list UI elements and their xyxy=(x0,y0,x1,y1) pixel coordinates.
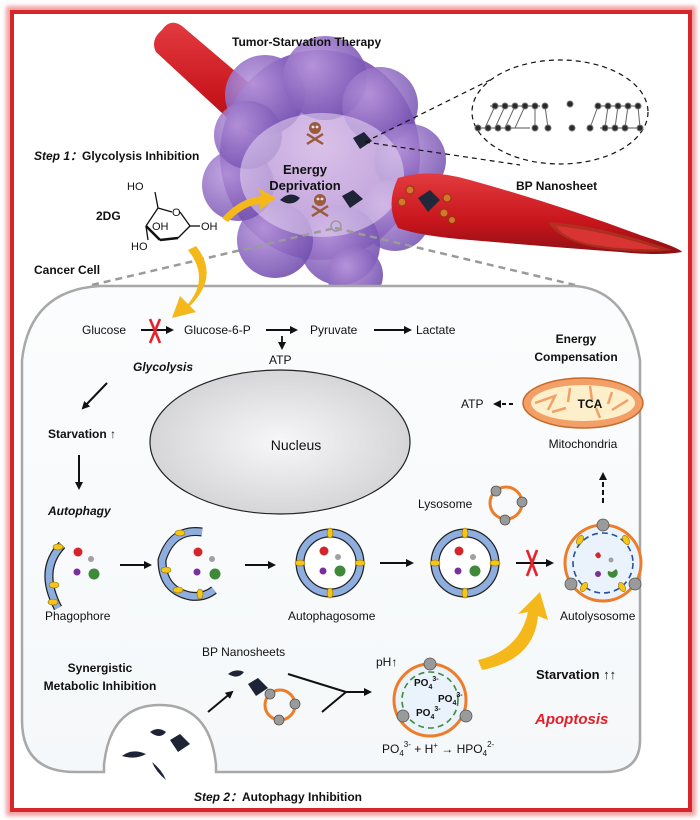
skull-crossbones-icon xyxy=(311,194,329,218)
mitochondria-icon xyxy=(522,377,644,429)
diagram-title: Tumor-Starvation Therapy xyxy=(232,35,381,49)
phagophore-icon xyxy=(44,541,100,611)
atom-oh-mid: OH xyxy=(152,221,169,233)
step2-prefix: Step 2： xyxy=(194,790,242,804)
synergistic-label-1: Synergistic xyxy=(68,661,133,675)
reaction-equation: PO43- + H+ → HPO42- xyxy=(382,740,495,758)
nucleus-label: Nucleus xyxy=(271,437,322,453)
bp-nanosheet-icon xyxy=(150,729,166,736)
arrow-to-starvation xyxy=(81,382,108,410)
yellow-arrow-2dg-to-tumor xyxy=(222,188,276,222)
skull-crossbones-icon xyxy=(306,122,324,146)
stage-label-autophagosome: Autophagosome xyxy=(288,609,376,623)
energy-deprivation-label-1: Energy xyxy=(283,162,328,177)
drug-name: 2DG xyxy=(96,209,121,223)
vessel-bp-nanosheet xyxy=(418,190,440,212)
glycolysis-atp-label: ATP xyxy=(269,353,291,367)
starvation-double-label: Starvation ↑↑ xyxy=(536,667,616,682)
lysosome-icon-small xyxy=(263,688,301,726)
mitochondria-label: Mitochondria xyxy=(549,437,618,451)
lactate-label: Lactate xyxy=(416,323,456,337)
autophagosome-icon xyxy=(294,527,366,599)
nucleus xyxy=(149,369,411,515)
synergistic-label-2: Metabolic Inhibition xyxy=(44,679,157,693)
atom-oh-right: OH xyxy=(201,221,218,233)
energy-compensation-label-1: Energy xyxy=(556,332,597,346)
bp-loaded-lysosome-icon xyxy=(392,657,473,738)
bp-nanosheet-icon xyxy=(248,678,268,696)
bp-nanosheet-icon xyxy=(170,734,190,752)
pyruvate-label: Pyruvate xyxy=(310,323,358,337)
atom-ring-o: O xyxy=(172,207,181,219)
bp-nanosheet-icon xyxy=(228,670,244,677)
bp-nanosheets-label: BP Nanosheets xyxy=(202,645,285,659)
arrow-uptake xyxy=(207,690,234,713)
step1-heading: Step 1：Glycolysis Inhibition xyxy=(34,149,199,163)
atom-ho-bottom: HO xyxy=(131,241,148,253)
apoptosis-label: Apoptosis xyxy=(534,711,608,728)
starvation-label: Starvation ↑ xyxy=(48,427,116,441)
vessel-nanoparticle xyxy=(448,216,456,224)
bp-nanosheet-icon xyxy=(353,132,372,149)
atom-ho-top: HO xyxy=(127,181,144,193)
energy-deprivation-label-2: Deprivation xyxy=(269,178,341,193)
autolysosome-icon xyxy=(563,518,643,603)
step2-label: Autophagy Inhibition xyxy=(242,790,362,804)
yellow-arrow-to-autolysosome xyxy=(478,592,548,670)
phosphate-ion: PO43- xyxy=(414,676,439,691)
bp-nanosheet-icon xyxy=(152,762,166,780)
cancer-cell-label: Cancer Cell xyxy=(34,263,100,277)
bp-nanosheet-icon xyxy=(280,194,300,204)
bp-nanosheet-icon xyxy=(342,190,363,208)
mito-atp-label: ATP xyxy=(461,397,483,411)
callout-line xyxy=(364,141,521,166)
stage-label-autolysosome: Autolysosome xyxy=(560,609,636,623)
forming-autophagosome-icon xyxy=(157,527,221,601)
bp-zoom-callout xyxy=(471,59,649,165)
tca-label: TCA xyxy=(578,397,603,411)
2dg-structure xyxy=(145,191,200,242)
stage-label-phagophore: Phagophore xyxy=(45,609,111,623)
autophagy-label: Autophagy xyxy=(47,504,112,518)
vessel-nanoparticle xyxy=(439,208,449,218)
autophagosome-icon-2 xyxy=(429,527,501,599)
inhibition-x-icon xyxy=(148,318,162,344)
phosphate-ion: PO43- xyxy=(438,692,463,707)
lysosome-label: Lysosome xyxy=(418,497,473,511)
bp-lattice-structure xyxy=(474,100,644,132)
inhibition-x-icon xyxy=(525,549,539,577)
g6p-label: Glucose-6-P xyxy=(184,323,251,337)
vessel-nanoparticle xyxy=(442,193,452,203)
projection-line-right xyxy=(334,226,576,287)
projection-line-left xyxy=(91,226,336,287)
lysosome-icon xyxy=(488,485,528,526)
blood-vessel-right xyxy=(391,173,682,254)
projection-origin xyxy=(330,220,342,232)
yellow-arrow-to-glycolysis xyxy=(172,246,207,318)
phosphate-ion: PO43- xyxy=(416,706,441,721)
glycolysis-label: Glycolysis xyxy=(133,360,193,374)
step1-prefix: Step 1： xyxy=(34,149,82,163)
merge-arrow xyxy=(287,673,370,713)
step2-heading: Step 2：Autophagy Inhibition xyxy=(194,790,362,804)
step1-label: Glycolysis Inhibition xyxy=(82,149,199,163)
vessel-nanoparticle xyxy=(405,185,415,195)
glucose-label: Glucose xyxy=(82,323,126,337)
vessel-nanoparticle xyxy=(397,197,407,207)
energy-compensation-label-2: Compensation xyxy=(534,350,617,364)
bp-nanosheet-label: BP Nanosheet xyxy=(516,179,597,193)
ph-label: pH↑ xyxy=(376,655,397,669)
bp-nanosheet-icon xyxy=(122,751,146,758)
